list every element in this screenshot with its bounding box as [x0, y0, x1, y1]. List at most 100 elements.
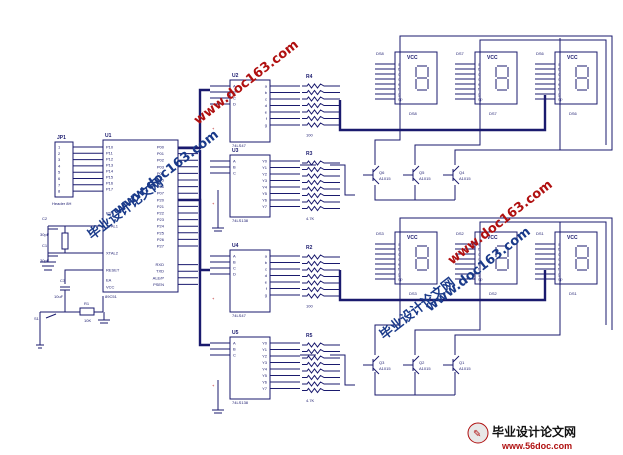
- mcu-pin-label: P12: [106, 157, 114, 162]
- decoder-input-label: D: [233, 272, 236, 277]
- decoder-output-label: e: [265, 110, 268, 115]
- mcu-pin-label: P05: [157, 178, 165, 183]
- resistor-element: [302, 199, 340, 205]
- decoder-input-label: A: [233, 159, 236, 164]
- display-vcc-label: VCC: [487, 55, 498, 61]
- transistor-ref: Q3: [379, 360, 385, 365]
- mcu-pin-label: P22: [157, 211, 165, 216]
- decoder-output-label: Y7: [262, 386, 268, 391]
- mcu-pin-label: P14: [106, 169, 114, 174]
- segment-pin-label: c: [398, 72, 400, 77]
- transistor-type: A1015: [459, 176, 471, 181]
- decoder-input-label: B: [233, 90, 236, 95]
- segment-glyph-icon: [495, 245, 509, 271]
- decoder-output-label: d: [265, 273, 267, 278]
- display-ref: DS7: [489, 111, 498, 116]
- resistor-ref: R4: [306, 74, 313, 80]
- decoder-output-label: f: [266, 286, 268, 291]
- decoder-output-label: Y1: [262, 347, 268, 352]
- resistor-value: 100: [306, 304, 313, 309]
- mcu-pin-label: P01: [157, 151, 165, 156]
- decoder-output-label: e: [265, 280, 268, 285]
- resistor-element: [302, 254, 340, 260]
- display-vcc-label: VCC: [407, 55, 418, 61]
- c1-ref: C2: [42, 216, 48, 221]
- header-pin-number: 3: [58, 157, 61, 162]
- decoder-output-label: c: [265, 267, 267, 272]
- decoder-name: 74LS47: [232, 143, 247, 148]
- transistor-ref: Q5: [419, 170, 425, 175]
- decoder-input-label: D: [233, 102, 236, 107]
- decoder-output-label: b: [265, 90, 268, 95]
- header-pin-number: 7: [58, 182, 61, 187]
- decoder-output-label: g: [265, 293, 267, 298]
- decoder-output-label: Y5: [262, 191, 268, 196]
- r1-ref: R1: [84, 301, 90, 306]
- c3-ref: C3: [60, 278, 66, 283]
- resistor-ref: R5: [306, 333, 313, 339]
- transistor-type: A1015: [379, 176, 391, 181]
- resistor-element: [302, 280, 340, 286]
- decoder-ref: U5: [232, 330, 239, 336]
- mcu-pin-label: P11: [106, 151, 114, 156]
- decoder-output-label: f: [266, 116, 268, 121]
- segment-glyph-icon: [495, 65, 509, 91]
- segment-pin-label: g: [398, 92, 400, 97]
- segment-pin-label: f: [398, 87, 400, 92]
- resistor-element: [302, 96, 340, 102]
- resistor-element: [302, 293, 340, 299]
- display-pin-ref: DS3: [376, 231, 385, 236]
- decoder-output-label: d: [265, 103, 267, 108]
- mcu-pin-label: P07: [157, 191, 165, 196]
- resistor-element: [302, 387, 340, 394]
- resistor-element: [302, 355, 340, 361]
- segment-pin-label: d: [398, 77, 400, 82]
- mcu-pin-label: P02: [157, 158, 165, 163]
- resistor-element: [302, 348, 340, 355]
- mcu-pin-label: P04: [157, 171, 165, 176]
- decoder-output-label: Y5: [262, 373, 268, 378]
- switch-ref: S1: [34, 316, 40, 321]
- segment-pin-label: c: [558, 72, 560, 77]
- resistor-element: [302, 179, 340, 186]
- c1-val: 30pF: [40, 232, 50, 237]
- decoder-input-label: B: [233, 347, 236, 352]
- display-pin-ref: DS2: [456, 231, 465, 236]
- mcu-pin-label: TXD: [156, 269, 164, 274]
- resistor-element: [302, 381, 340, 387]
- segment-pin-label: c: [558, 252, 560, 257]
- segment-glyph-icon: [415, 245, 429, 271]
- display-ref: DS8: [409, 111, 418, 116]
- decoder-output-label: Y2: [262, 354, 268, 359]
- header-pin-number: 4: [58, 163, 61, 168]
- header-name: Header 8H: [52, 201, 71, 206]
- decoder-output-label: b: [265, 260, 268, 265]
- segment-pin-label: f: [398, 267, 400, 272]
- decoder-ref: U2: [232, 73, 239, 79]
- transistor-ref: Q4: [459, 170, 465, 175]
- segment-pin-label: f: [558, 87, 560, 92]
- segment-pin-label: d: [398, 257, 400, 262]
- decoder-output-label: Y0: [262, 159, 268, 164]
- decoder-input-label: C: [233, 96, 236, 101]
- mcu-pin-label: P03: [157, 164, 165, 169]
- resistor-element: [302, 160, 340, 166]
- decoder-output-label: Y2: [262, 172, 268, 177]
- decoder-output-label: Y4: [262, 185, 268, 190]
- decoder-output-label: Y3: [262, 178, 268, 183]
- decoder-output-label: a: [265, 84, 268, 89]
- footer-url: www.56doc.com: [501, 441, 572, 451]
- transistor-type: A1015: [419, 176, 431, 181]
- decoder-name: 74LS47: [232, 313, 247, 318]
- resistor-element: [302, 186, 340, 192]
- mcu-pin-label: VCC: [106, 285, 115, 290]
- mcu-pin-label: P13: [106, 163, 114, 168]
- segment-glyph-icon: [575, 245, 589, 271]
